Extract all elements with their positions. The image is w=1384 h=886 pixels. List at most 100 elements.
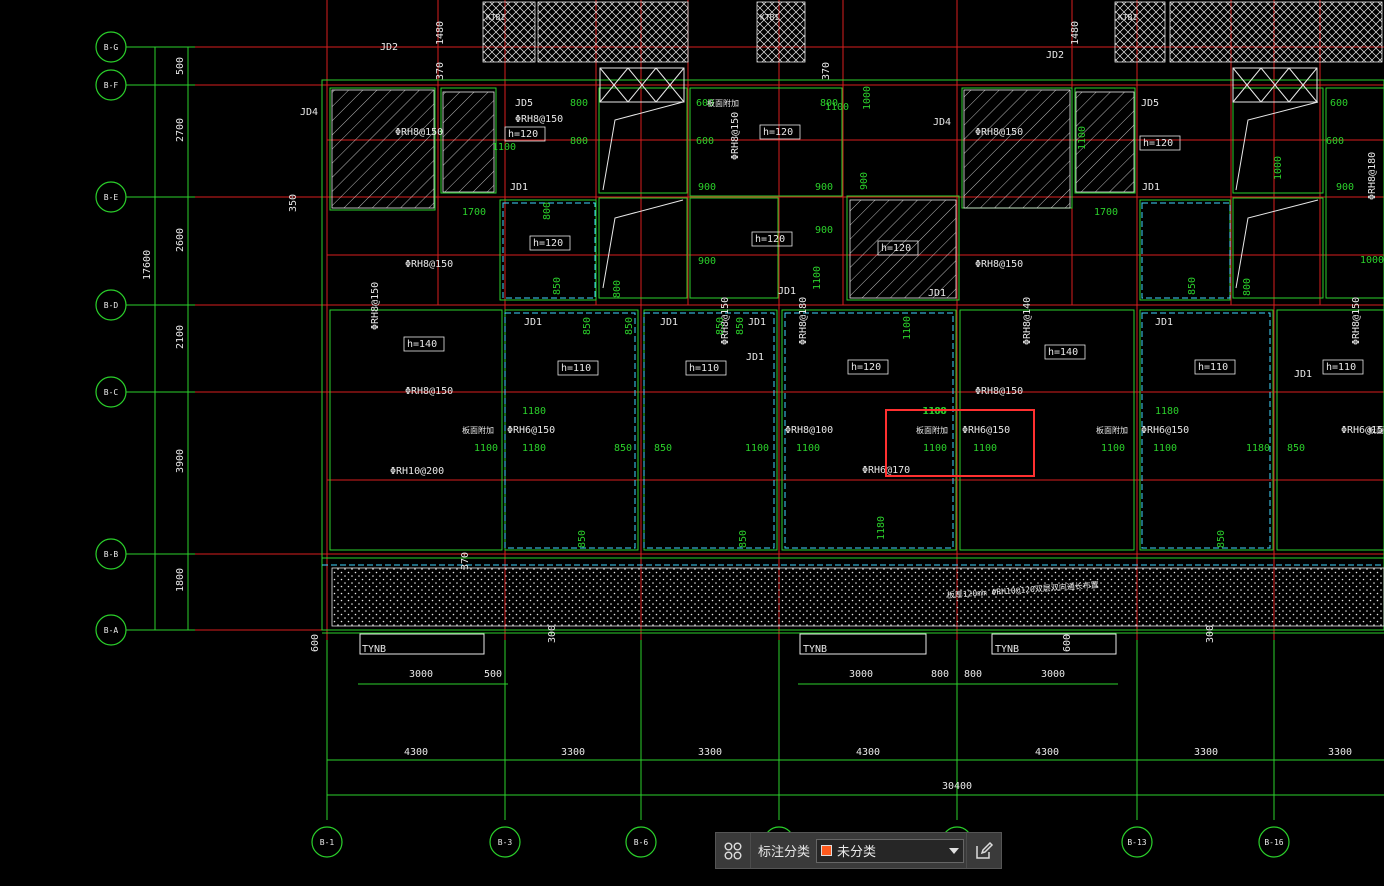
jd-label: JD2	[380, 42, 398, 53]
rebar-note: ΦRH8@150	[975, 259, 1023, 270]
dimension-lines	[150, 46, 1384, 820]
dimension-value: 850	[735, 317, 746, 335]
dimension-value: 850	[654, 443, 672, 454]
thickness-label: h=110	[561, 363, 591, 374]
rebar-note: ΦRH8@150	[515, 114, 563, 125]
jd-label: JD5	[1141, 98, 1159, 109]
rebar-note: ΦRH8@150	[405, 386, 453, 397]
dimension-value: 1700	[1094, 207, 1118, 218]
jd-label: JD1	[748, 317, 766, 328]
jd-label: JD1	[1155, 317, 1173, 328]
category-dropdown[interactable]: 未分类	[816, 838, 965, 863]
dimension-value: 1100	[812, 266, 823, 290]
dimension-value: 1100	[1153, 443, 1177, 454]
dimension-text: 3000	[409, 669, 433, 680]
axis-bubble-label: B-16	[1264, 838, 1283, 847]
jd-label: JD1	[510, 182, 528, 193]
thickness-label: h=120	[763, 127, 793, 138]
grid-icon[interactable]	[716, 833, 751, 868]
axis-bubble-label: B-G	[104, 43, 119, 52]
dimension-value: 600	[1326, 136, 1344, 147]
dimension-value: 1100	[902, 316, 913, 340]
dimension-value: 900	[698, 256, 716, 267]
rebar-note: ΦRH6@150	[1341, 425, 1384, 436]
dimension-value: 1100	[474, 443, 498, 454]
dimension-text: 3000	[1041, 669, 1065, 680]
thickness-label: h=120	[881, 243, 911, 254]
dimension-value: 800	[820, 98, 838, 109]
dimension-value: 1100	[745, 443, 769, 454]
dimension-value: 800	[1242, 278, 1253, 296]
dimension-value: 600	[696, 98, 714, 109]
dimension-value: 850	[577, 530, 588, 548]
special-note: 板面附加	[916, 425, 948, 435]
thickness-label: h=110	[1326, 362, 1356, 373]
dimension-text: 2100	[175, 325, 186, 349]
rebar-note: ΦRH8@100	[785, 425, 833, 436]
axis-bubble-label: B-B	[104, 550, 119, 559]
special-note: 板面附加	[1096, 425, 1128, 435]
axis-bubble-label: B-3	[498, 838, 513, 847]
edit-icon[interactable]	[966, 833, 1001, 868]
dimension-text: 1480	[1070, 21, 1081, 45]
axis-bubble-label: B-D	[104, 301, 119, 310]
highlight-dimension: 1100	[923, 443, 947, 454]
dimension-value: 1180	[522, 406, 546, 417]
jd-label: JD4	[933, 117, 951, 128]
tynb-label: TYNB	[995, 644, 1019, 655]
dimension-text: 300	[547, 625, 558, 643]
dimension-value: 1700	[462, 207, 486, 218]
axis-grid-lines	[130, 0, 1384, 820]
axis-bubble-label: B-E	[104, 193, 119, 202]
rebar-note: ΦRH8@150	[975, 386, 1023, 397]
dimension-value: 1180	[1246, 443, 1270, 454]
special-note: 板面附加	[1368, 425, 1384, 435]
dimension-value: 600	[1330, 98, 1348, 109]
dimension-value: 1100	[492, 142, 516, 153]
highlight-rebar: ΦRH6@150	[962, 425, 1010, 436]
dimension-value: 1180	[522, 443, 546, 454]
dimension-value: 900	[1336, 182, 1354, 193]
rebar-note: ΦRH8@150	[370, 282, 381, 330]
dimension-text: 2700	[175, 118, 186, 142]
dimension-value: 600	[696, 136, 714, 147]
rebar-note: ΦRH6@150	[1141, 425, 1189, 436]
rebar-note: ΦRH6@150	[507, 425, 555, 436]
thickness-label: h=120	[533, 238, 563, 249]
dimension-text: 3300	[1194, 747, 1218, 758]
dimension-text: 300	[1205, 625, 1216, 643]
dimension-text: 3000	[849, 669, 873, 680]
dimension-value: 900	[859, 172, 870, 190]
jd-label: JD1	[1294, 369, 1312, 380]
dimension-value: 1180	[1155, 406, 1179, 417]
dimension-value: 900	[698, 182, 716, 193]
thickness-label: h=120	[1143, 138, 1173, 149]
rebar-note: ΦRH8@140	[1022, 297, 1033, 345]
dimension-text: 350	[288, 194, 299, 212]
tynb-label: TYNB	[803, 644, 827, 655]
dimension-value: 850	[614, 443, 632, 454]
dimension-total: 30400	[942, 781, 972, 792]
axis-bubble-label: B-13	[1127, 838, 1146, 847]
hatch-regions	[331, 1, 1384, 627]
thickness-label: h=140	[1048, 347, 1078, 358]
axis-bubble	[625, 826, 657, 858]
jd-label: JD2	[1046, 50, 1064, 61]
annotation-texts: 5002700260021003900180017600370350148037…	[142, 13, 1384, 792]
dimension-value: 1100	[1077, 126, 1088, 150]
dimension-text: 4300	[856, 747, 880, 758]
dimension-value: 850	[715, 317, 726, 335]
kt-label: KTBI	[760, 13, 779, 22]
selection-highlight[interactable]	[885, 409, 1035, 477]
special-note: 板面附加	[707, 98, 739, 108]
dimension-text: 500	[175, 57, 186, 75]
dimension-value: 850	[1216, 530, 1227, 548]
jd-label: JD1	[524, 317, 542, 328]
category-color-swatch	[821, 845, 833, 856]
axis-bubble-label: B-C	[104, 388, 119, 397]
dimension-value: 1000	[862, 86, 873, 110]
dimension-value: 850	[582, 317, 593, 335]
rebar-note: ΦRH8@150	[405, 259, 453, 270]
thickness-label: h=140	[407, 339, 437, 350]
